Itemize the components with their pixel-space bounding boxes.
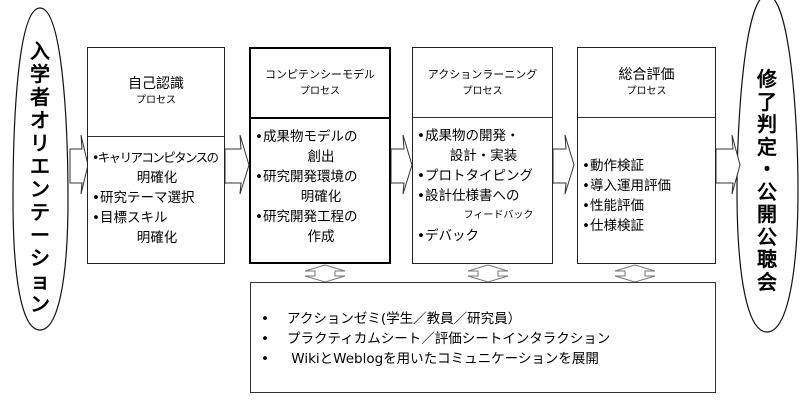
- process-box-competency-model: コンピテンシーモデル プロセス •成果物モデルの創出 •研究開発環境の明確化 •研究…: [249, 47, 391, 264]
- vertical-char: オ: [30, 108, 50, 132]
- process-item: •成果物の開発・設計・実装: [417, 128, 520, 164]
- support-box: •アクションゼミ(学生／教員／研究員） •プラクティカムシート／評価シートインタ…: [250, 282, 716, 393]
- vertical-char: ン: [30, 177, 50, 201]
- vertical-char: 入: [30, 39, 50, 63]
- process-item: •プロトタイピング: [417, 168, 533, 184]
- process-box-total-evaluation: 総合評価 プロセス •動作検証 •導入運用評価 •性能評価 •仕様検証: [577, 47, 716, 264]
- vertical-char: 公: [757, 224, 777, 249]
- vertical-char: リ: [30, 131, 50, 155]
- support-item: •アクションゼミ(学生／教員／研究員）: [261, 311, 522, 327]
- process-item: •設計仕様書へのフィードバック: [417, 188, 534, 221]
- vertical-char: 会: [757, 269, 777, 294]
- arrow-p1-to-p2: [224, 134, 250, 195]
- vertical-char: ョ: [30, 269, 50, 293]
- vertical-char: 開: [757, 202, 777, 226]
- process-subtitle: プロセス: [136, 95, 176, 106]
- arrow-p3-to-p4: [552, 134, 575, 195]
- vertical-char: ン: [30, 292, 50, 316]
- end-ellipse: [736, 0, 799, 333]
- vertical-char: 判: [757, 112, 777, 136]
- vertical-char: シ: [30, 246, 50, 270]
- process-item: •動作検証: [582, 158, 644, 174]
- vertical-char: 了: [757, 89, 777, 114]
- vertical-char: 定: [757, 134, 777, 159]
- process-item: •デバック: [417, 228, 479, 244]
- vertical-char: ・: [757, 157, 777, 181]
- arrow-p3-support: [467, 264, 509, 283]
- support-item: • WikiとWeblogを用いたコミュニケーションを展開: [261, 351, 599, 367]
- process-subtitle: プロセス: [462, 85, 503, 97]
- process-item: •研究テーマ選択: [92, 190, 195, 206]
- process-item: •目標スキル明確化: [92, 210, 178, 246]
- vertical-char: 聴: [757, 247, 777, 271]
- process-item: •導入運用評価: [582, 178, 671, 194]
- vertical-char: ー: [30, 223, 50, 247]
- support-item: •プラクティカムシート／評価シートインタラクション: [261, 331, 611, 347]
- vertical-char: 学: [30, 62, 50, 86]
- process-item: •性能評価: [582, 198, 644, 214]
- process-title: 総合評価: [618, 66, 675, 83]
- process-subtitle: プロセス: [300, 86, 340, 97]
- vertical-char: 者: [30, 85, 50, 109]
- process-item: •仕様検証: [582, 218, 644, 234]
- process-box-self-recognition: 自己認識 プロセス •キャリアコンピタンスの明確化 •研究テーマ選択 •目標スキル明…: [87, 47, 225, 264]
- process-title: アクションラーニング: [427, 67, 538, 81]
- arrow-start-to-p1: [69, 134, 89, 195]
- vertical-char: 公: [757, 179, 777, 204]
- process-subtitle: プロセス: [626, 85, 667, 97]
- start-ellipse: [12, 7, 69, 331]
- process-title: 自己認識: [128, 76, 184, 92]
- start-label: 入学者オリエンテーション: [28, 40, 52, 316]
- process-title: コンピテンシーモデル: [265, 68, 375, 81]
- process-item: •キャリアコンピタンスの明確化: [92, 150, 219, 186]
- process-item: •成果物モデルの創出: [255, 129, 358, 165]
- arrow-p4-support: [614, 264, 656, 283]
- end-label: 修了判定・公開公聴会: [755, 68, 779, 293]
- vertical-char: テ: [30, 200, 50, 224]
- arrow-p4-to-end: [715, 134, 741, 195]
- arrow-p2-to-p3: [390, 134, 413, 195]
- process-item: •研究開発環境の明確化: [255, 169, 358, 205]
- process-item: •研究開発工程の作成: [255, 209, 358, 245]
- vertical-char: 修: [757, 67, 777, 91]
- vertical-char: エ: [30, 154, 50, 178]
- process-box-action-learning: アクションラーニング プロセス •成果物の開発・設計・実装 •プロトタイピング •設…: [412, 47, 553, 264]
- arrow-p2-support: [304, 264, 346, 283]
